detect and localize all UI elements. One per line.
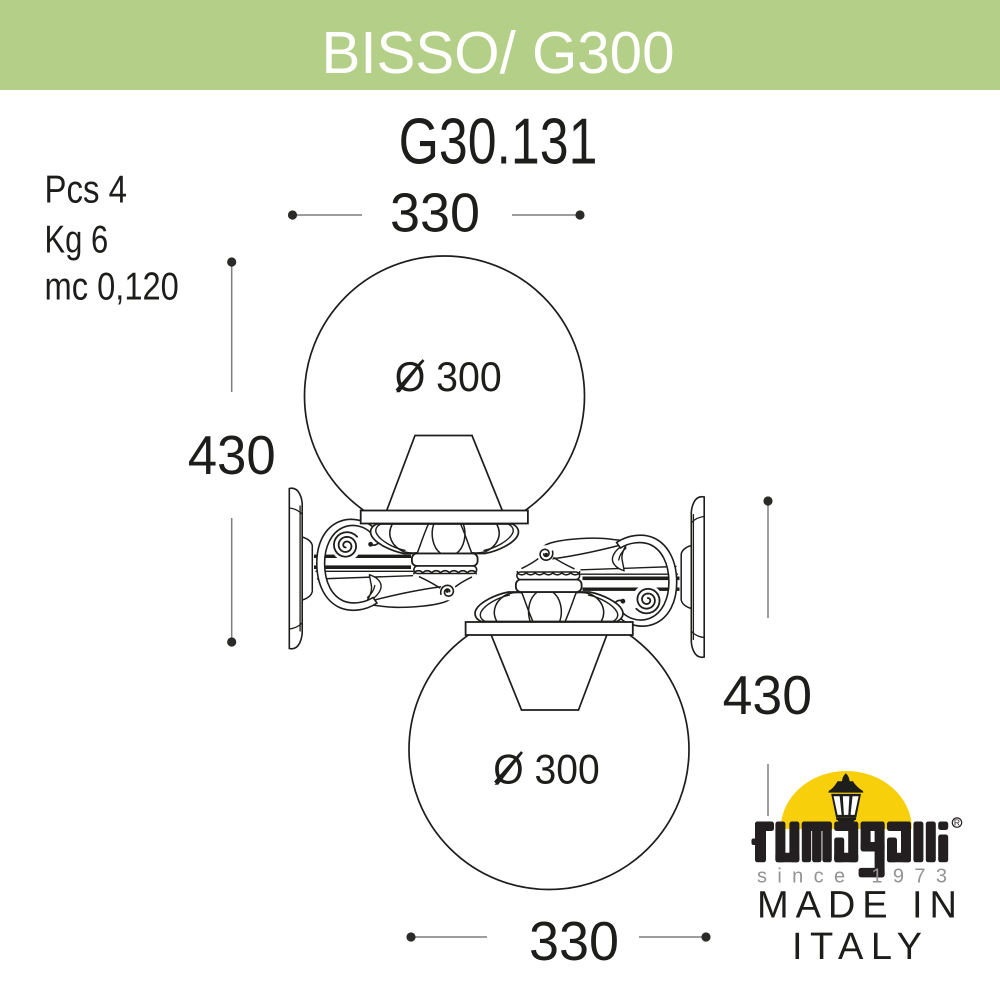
svg-text:BISSO/ G300: BISSO/ G300: [322, 20, 675, 86]
svg-text:430: 430: [188, 424, 276, 486]
svg-text:Ø 300: Ø 300: [395, 353, 502, 400]
svg-text:Kg 6: Kg 6: [45, 219, 109, 262]
svg-text:G30.131: G30.131: [399, 105, 598, 178]
svg-text:MADE IN: MADE IN: [757, 884, 957, 926]
svg-text:mc 0,120: mc 0,120: [45, 266, 179, 309]
svg-text:430: 430: [723, 664, 812, 726]
svg-text:Ø 300: Ø 300: [493, 745, 599, 792]
svg-text:330: 330: [390, 182, 480, 244]
svg-text:R: R: [954, 818, 960, 828]
svg-text:ITALY: ITALY: [792, 926, 922, 968]
svg-text:330: 330: [529, 910, 619, 972]
svg-text:Pcs 4: Pcs 4: [45, 169, 127, 212]
